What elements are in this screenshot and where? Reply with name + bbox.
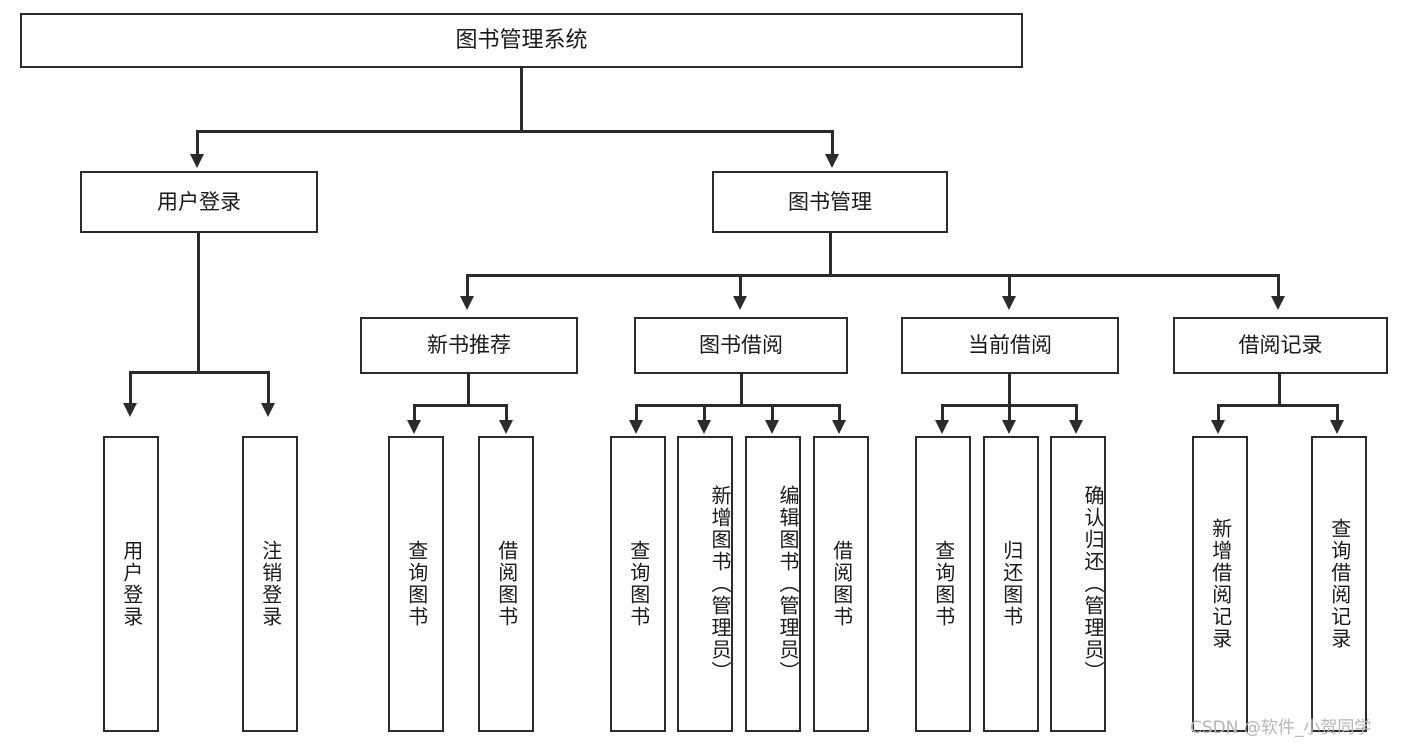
node-new-book-recommend[interactable]: 新书推荐: [360, 317, 578, 374]
connector-user-login-stem: [197, 233, 200, 373]
node-book-borrow[interactable]: 图书借阅: [634, 317, 848, 374]
arrowhead-book-management: [825, 154, 839, 168]
connector-root-stem: [520, 68, 523, 132]
node-borrow-record[interactable]: 借阅记录: [1173, 317, 1388, 374]
arrowhead-leaf-user-logout: [261, 403, 275, 417]
connector-bb-drop-4: [838, 404, 841, 422]
connector-borrow-record-bus: [1217, 404, 1339, 407]
connector-borrow-record-stem: [1278, 374, 1281, 406]
node-current-borrow[interactable]: 当前借阅: [901, 317, 1119, 374]
arrowhead-leaf-query-record: [1330, 420, 1344, 434]
arrowhead-leaf-confirm-return: [1069, 420, 1083, 434]
node-leaf-query-record[interactable]: 查询借阅记录: [1311, 436, 1367, 732]
node-leaf-query-book-1[interactable]: 查询图书: [388, 436, 444, 732]
arrowhead-leaf-user-login: [123, 403, 137, 417]
arrowhead-leaf-query-book-3: [935, 420, 949, 434]
node-leaf-add-book[interactable]: 新增图书（管理员）: [677, 436, 733, 732]
arrowhead-leaf-add-book: [697, 420, 711, 434]
node-leaf-edit-book[interactable]: 编辑图书（管理员）: [745, 436, 801, 732]
connector-new-book-drop-1: [413, 404, 416, 422]
arrowhead-leaf-borrow-book-1: [499, 420, 513, 434]
arrowhead-book-borrow: [733, 296, 747, 310]
arrowhead-user-login: [190, 154, 204, 168]
connector-cb-drop-3: [1075, 404, 1078, 422]
connector-book-borrow-stem: [740, 374, 743, 406]
arrowhead-leaf-return-book: [1002, 420, 1016, 434]
arrowhead-borrow-record: [1271, 296, 1285, 310]
arrowhead-leaf-edit-book: [765, 420, 779, 434]
arrowhead-current-borrow: [1002, 296, 1016, 310]
arrowhead-leaf-borrow-book-2: [832, 420, 846, 434]
connector-root-to-book-management: [831, 130, 834, 157]
arrowhead-leaf-query-book-1: [407, 420, 421, 434]
node-user-login[interactable]: 用户登录: [80, 171, 318, 233]
node-root-book-management-system[interactable]: 图书管理系统: [20, 13, 1023, 68]
connector-user-login-bus: [129, 371, 269, 374]
connector-bb-drop-2: [703, 404, 706, 422]
node-leaf-query-book-2[interactable]: 查询图书: [610, 436, 666, 732]
connector-current-borrow-stem: [1008, 374, 1011, 406]
node-leaf-user-logout[interactable]: 注销登录: [242, 436, 298, 732]
csdn-watermark: CSDN @软件_小贺同学: [1190, 718, 1372, 738]
connector-new-book-bus: [413, 404, 508, 407]
node-leaf-confirm-return[interactable]: 确认归还（管理员）: [1050, 436, 1106, 732]
arrowhead-new-book-recommend: [460, 296, 474, 310]
connector-bb-drop-3: [771, 404, 774, 422]
connector-br-drop-1: [1217, 404, 1220, 422]
connector-cb-drop-1: [941, 404, 944, 422]
connector-cb-drop-2: [1008, 404, 1011, 422]
connector-new-book-stem: [467, 374, 470, 406]
node-book-management[interactable]: 图书管理: [712, 171, 948, 233]
connector-bb-drop-1: [635, 404, 638, 422]
connector-root-to-user-login: [196, 130, 199, 157]
connector-user-login-drop-1: [129, 371, 132, 406]
connector-br-drop-2: [1336, 404, 1339, 422]
connector-book-management-stem: [829, 233, 832, 276]
connector-bm-drop-book-borrow: [739, 274, 742, 299]
connector-bm-drop-borrow-record: [1277, 274, 1280, 299]
connector-book-management-bus: [466, 274, 1280, 277]
arrowhead-leaf-query-book-2: [629, 420, 643, 434]
connector-bm-drop-new-book: [466, 274, 469, 299]
connector-new-book-drop-2: [505, 404, 508, 422]
node-leaf-user-login[interactable]: 用户登录: [103, 436, 159, 732]
node-leaf-borrow-book-1[interactable]: 借阅图书: [478, 436, 534, 732]
connector-book-borrow-bus: [635, 404, 838, 407]
node-leaf-add-record[interactable]: 新增借阅记录: [1192, 436, 1248, 732]
node-leaf-return-book[interactable]: 归还图书: [983, 436, 1039, 732]
connector-root-bus: [196, 130, 834, 133]
node-leaf-query-book-3[interactable]: 查询图书: [915, 436, 971, 732]
connector-bm-drop-current-borrow: [1008, 274, 1011, 299]
connector-user-login-drop-2: [267, 371, 270, 406]
arrowhead-leaf-add-record: [1211, 420, 1225, 434]
node-leaf-borrow-book-2[interactable]: 借阅图书: [813, 436, 869, 732]
